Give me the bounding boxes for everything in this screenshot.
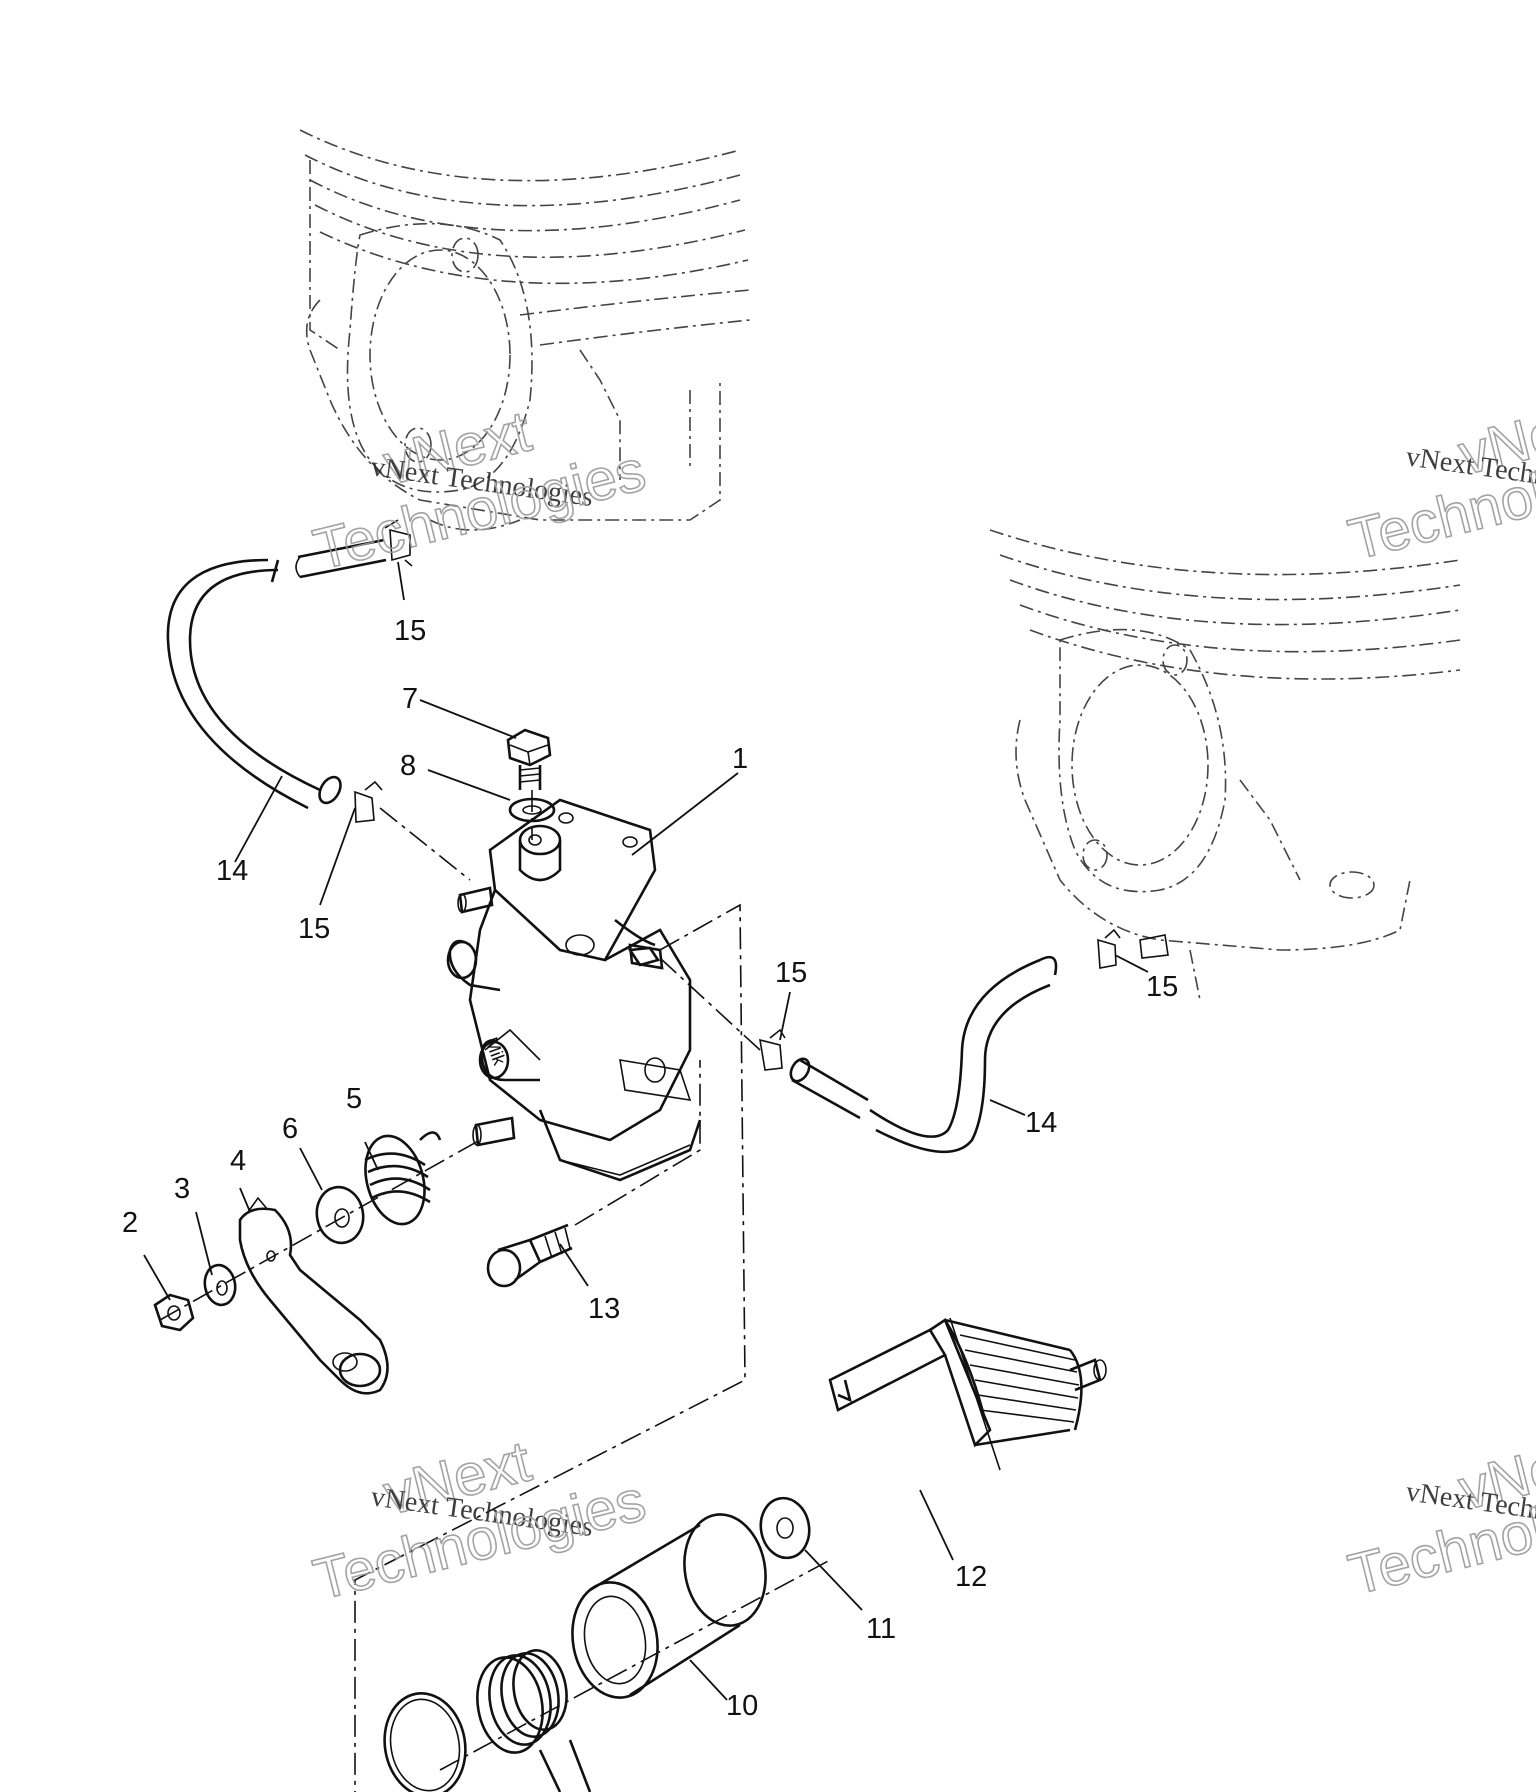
- callout-14-left: 14: [216, 855, 248, 887]
- mounting-bolt-centerline: [574, 1060, 701, 1226]
- callout-10: 10: [726, 1690, 758, 1722]
- callout-13: 13: [588, 1293, 620, 1325]
- upper-left-oil-hose: [166, 538, 387, 810]
- callout-8: 8: [400, 750, 416, 782]
- lever-axis-centerline: [159, 1139, 481, 1321]
- o-ring: [383, 1692, 467, 1792]
- callout-7: 7: [402, 683, 418, 715]
- hex-nut: [153, 1293, 195, 1332]
- pump-shaft: [472, 1116, 516, 1147]
- callout-15-left: 15: [298, 913, 330, 945]
- gear-washer: [759, 1496, 811, 1560]
- callout-11: 11: [866, 1613, 896, 1645]
- shaft-centerline: [439, 1559, 831, 1771]
- callout-15-middle: 15: [775, 957, 807, 989]
- hose-clip-right: [1097, 928, 1169, 969]
- engine-cylinder-left: [299, 129, 751, 531]
- callout-labels: 1 2 3 4 5 6 7 8 10 11 12 13 14 14 15 15 …: [122, 615, 1178, 1722]
- mounting-bolt: [486, 1223, 573, 1288]
- hose-clip-middle: [759, 1028, 786, 1071]
- callout-14-right: 14: [1025, 1107, 1057, 1139]
- watermark-top-left: vNext vNext Technologies Technologies: [307, 398, 653, 584]
- pump-inlet-nipple: [457, 886, 494, 914]
- banjo-bolt: [506, 728, 552, 790]
- leader-lines: [143, 561, 1149, 1701]
- oil-pump-body: Mik: [446, 798, 702, 1182]
- assembly-boundary-line: [354, 903, 746, 1792]
- shaft-bushing: [571, 1513, 767, 1699]
- callout-6: 6: [282, 1113, 298, 1145]
- pump-control-lever: [238, 1196, 389, 1395]
- lock-washer: [203, 1263, 237, 1307]
- thrust-washer: [315, 1185, 365, 1245]
- callout-2: 2: [122, 1207, 138, 1239]
- right-oil-hose: [789, 955, 1058, 1154]
- hose-centerline-right: [659, 957, 761, 1051]
- callout-3: 3: [174, 1173, 190, 1205]
- callout-5: 5: [346, 1083, 362, 1115]
- callout-1: 1: [732, 743, 748, 775]
- hose-clip-left: [354, 780, 383, 823]
- oil-seal: [476, 1649, 592, 1792]
- pump-outlet-nipple: [628, 943, 664, 970]
- callout-15-right: 15: [1146, 971, 1178, 1003]
- return-spring: [364, 1131, 442, 1226]
- callout-15-top: 15: [394, 615, 426, 647]
- engine-cylinder-right: [989, 529, 1461, 1001]
- callout-12: 12: [955, 1561, 987, 1593]
- drive-gear-shaft: [828, 1317, 1107, 1471]
- hose-centerline-left: [379, 807, 471, 881]
- callout-4: 4: [230, 1145, 246, 1177]
- hose-clip-top: [384, 519, 413, 567]
- watermark-bottom-right: vNext vNext Technologies Technologies: [1342, 1423, 1536, 1609]
- watermark-top-right: vNext vNext Technologies Technologies: [1342, 388, 1536, 574]
